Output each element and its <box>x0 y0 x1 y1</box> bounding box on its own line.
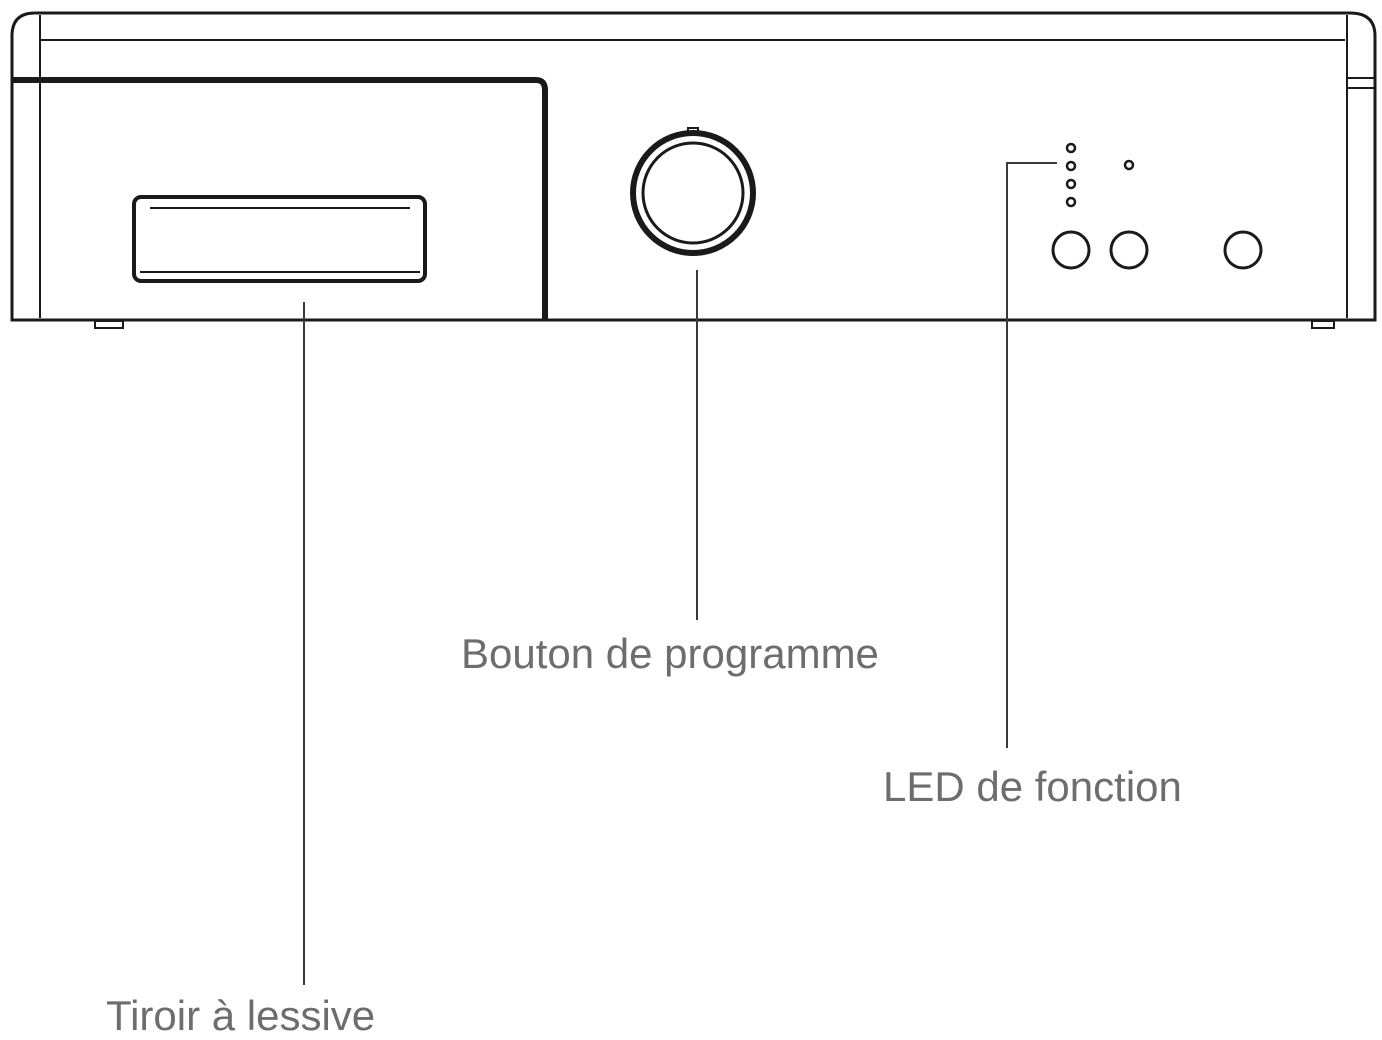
label-detergent-drawer: Tiroir à lessive <box>106 992 376 1039</box>
led-indicator <box>1065 196 1077 208</box>
program-knob-outer-ring <box>630 130 756 256</box>
drawer-front <box>12 77 548 320</box>
left-foot <box>94 320 124 329</box>
led-indicator <box>1065 160 1077 172</box>
led-indicator <box>1065 178 1077 190</box>
function-button <box>1223 230 1263 270</box>
label-program-knob: Bouton de programme <box>461 630 879 677</box>
program-knob <box>630 127 756 256</box>
function-button <box>1109 230 1149 270</box>
panel-body <box>10 11 1377 329</box>
label-function-led: LED de fonction <box>883 763 1182 810</box>
led-indicator <box>1123 159 1135 171</box>
program-knob-marker <box>687 127 699 134</box>
led-indicator <box>1065 142 1077 154</box>
leader-line-function-led <box>1006 162 1057 748</box>
program-knob-inner-ring <box>641 141 745 245</box>
panel-outline <box>10 11 1377 322</box>
detergent-drawer <box>12 77 548 320</box>
function-controls <box>1051 142 1263 270</box>
leader-lines <box>303 162 1057 985</box>
function-button <box>1051 230 1091 270</box>
right-foot <box>1311 320 1335 329</box>
drawer-handle <box>132 195 427 283</box>
